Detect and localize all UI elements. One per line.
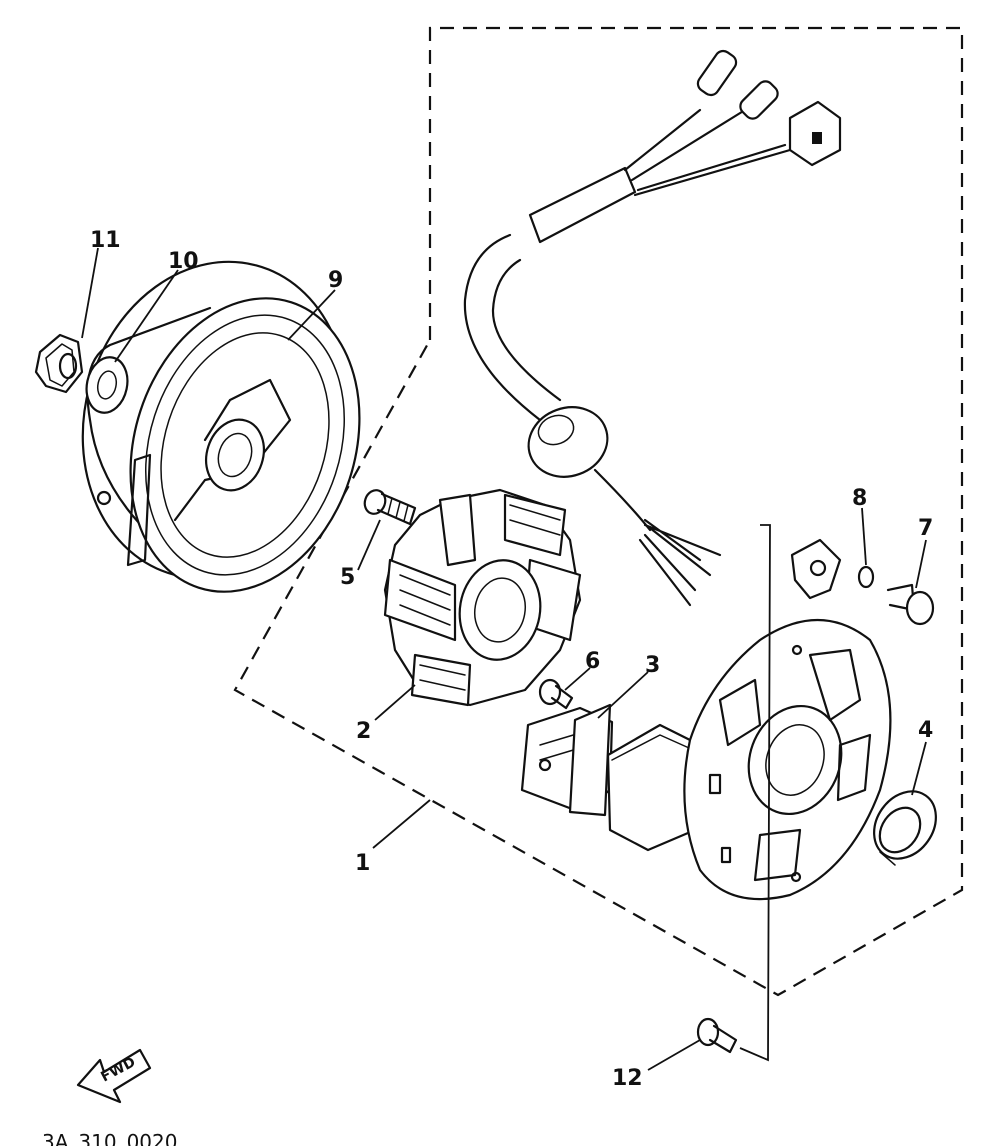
oil-seal (873, 790, 937, 866)
rotor-flywheel (81, 260, 361, 593)
assembly-boundary (233, 26, 964, 997)
callout-10: 10 (168, 249, 199, 274)
callout-labels: 11 10 9 5 2 6 3 4 7 8 1 12 (90, 228, 933, 1091)
callout-8: 8 (852, 486, 867, 511)
callout-11: 11 (90, 228, 121, 253)
washer (85, 356, 129, 414)
screw-5 (363, 489, 417, 526)
callout-4: 4 (918, 718, 933, 743)
pickup-coil (520, 703, 614, 817)
screw-6 (538, 678, 574, 710)
callout-2: 2 (356, 719, 371, 744)
screw-12 (696, 1017, 738, 1054)
callout-3: 3 (645, 653, 660, 678)
clamp (790, 538, 875, 600)
nut (34, 333, 84, 394)
callout-6: 6 (585, 649, 600, 674)
wire-harness (463, 49, 842, 607)
fwd-arrow-icon: FWD (76, 1048, 152, 1104)
callout-5: 5 (340, 565, 355, 590)
callout-1: 1 (355, 851, 370, 876)
callout-12: 12 (612, 1066, 643, 1091)
stator-base-plate (606, 618, 892, 901)
callout-9: 9 (328, 268, 343, 293)
leader-lines (81, 247, 927, 1071)
footer-code: 3A_310_0020 (42, 1130, 177, 1146)
stator-coil (383, 488, 582, 707)
screw-7 (886, 583, 935, 626)
callout-7: 7 (918, 516, 933, 541)
